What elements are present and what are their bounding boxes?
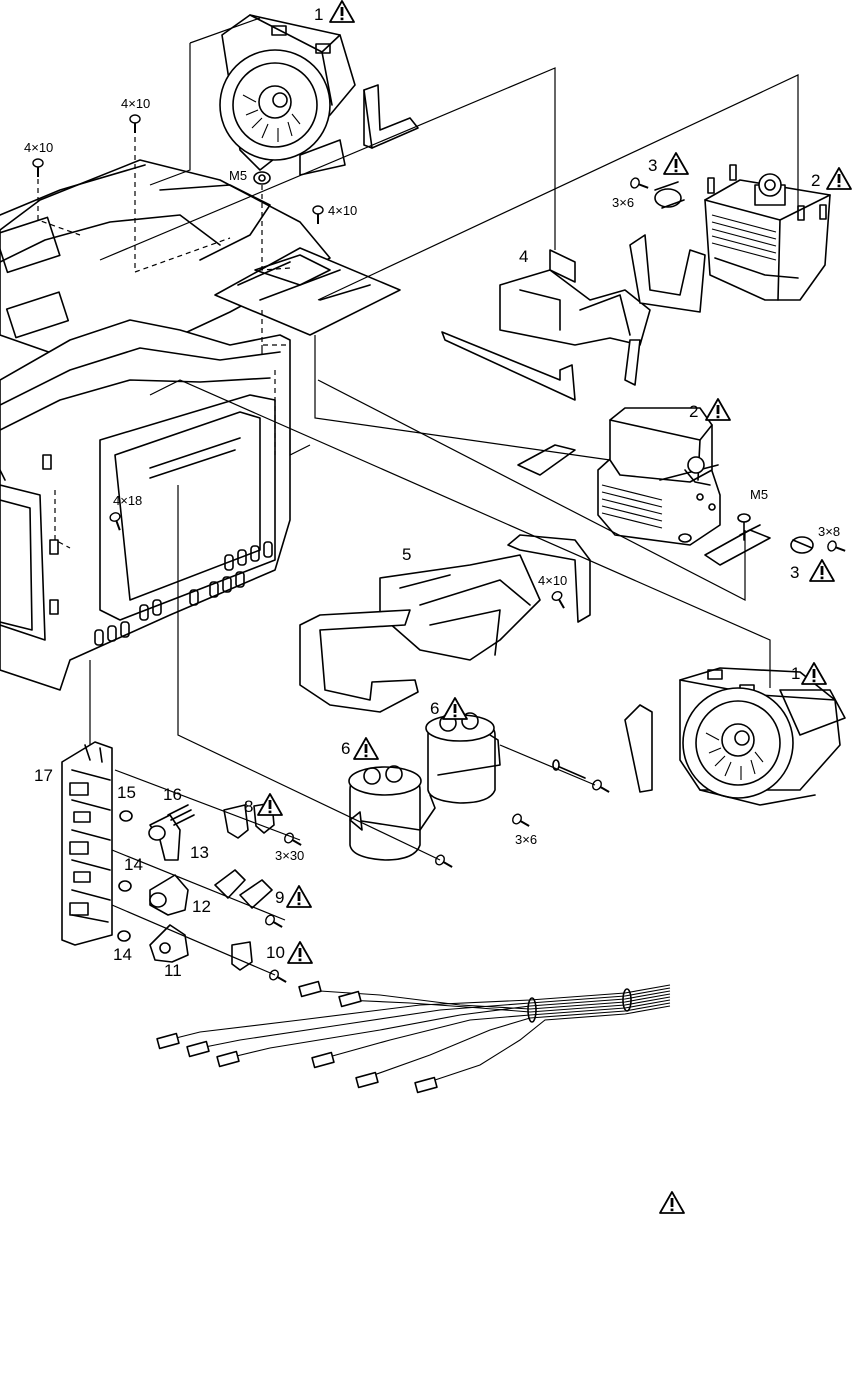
top-screws	[32, 114, 324, 533]
callout-6-left: 6	[341, 739, 350, 758]
switch-bracket	[61, 741, 113, 946]
callout-3-mid: 3	[790, 563, 799, 582]
warning-triangle-icon	[826, 167, 852, 190]
air-duct	[441, 234, 706, 401]
magnetron-top	[704, 164, 831, 301]
warning-triangle-icon	[286, 885, 312, 908]
callout-6-right: 6	[430, 699, 439, 718]
warning-triangle-icon	[801, 662, 827, 685]
legend-warning-icon	[659, 1191, 685, 1214]
warning-triangle-icon	[663, 152, 689, 175]
magnetron-mid	[597, 407, 721, 546]
warning-triangle-icon	[809, 559, 835, 582]
callout-12: 12	[192, 897, 211, 916]
callout-1-right: 1	[791, 664, 800, 683]
thermostat-mid	[790, 536, 848, 557]
leader-lines	[89, 17, 799, 976]
fastener-label: 4×10	[121, 96, 150, 111]
callout-17: 17	[34, 766, 53, 785]
fan-motor-top	[219, 14, 419, 176]
warning-triangle-icon	[353, 737, 379, 760]
fastener-label: 4×10	[328, 203, 357, 218]
fastener-label: 4×18	[113, 493, 142, 508]
callout-13: 13	[190, 843, 209, 862]
callout-11: 11	[164, 961, 182, 980]
fastener-label: 3×8	[818, 524, 840, 539]
callout-16: 16	[163, 785, 182, 804]
warning-triangle-icon	[287, 941, 313, 964]
callout-10: 10	[266, 943, 285, 962]
callout-2-mid: 2	[689, 402, 698, 421]
callout-8: 8	[244, 797, 253, 816]
callout-2-top: 2	[811, 171, 820, 190]
wire-harness	[156, 980, 671, 1094]
callout-labels: 1 3 2 4 2 3 5 1 6 6 17 15 16 8 13 14 12 …	[34, 5, 820, 980]
fastener-labels: 4×10 4×10 M5 4×10 3×6 4×18 M5 3×8 4×10 3…	[24, 96, 840, 863]
callout-14-b: 14	[113, 945, 132, 964]
warning-triangle-icon	[329, 0, 355, 23]
warning-triangle-icon	[442, 697, 468, 720]
air-guide	[299, 534, 591, 713]
fastener-label: 4×10	[538, 573, 567, 588]
callout-15: 15	[117, 783, 136, 802]
fastener-label: M5	[229, 168, 247, 183]
callout-5: 5	[402, 545, 411, 564]
callout-1-top: 1	[314, 5, 323, 24]
capacitor-right	[425, 712, 613, 832]
callout-14-a: 14	[124, 855, 143, 874]
fastener-label: 3×30	[275, 848, 304, 863]
thermostat-top	[628, 175, 685, 209]
fastener-label: 3×6	[612, 195, 634, 210]
fastener-label: 4×10	[24, 140, 53, 155]
oven-chassis	[0, 159, 401, 691]
fastener-label: 3×6	[515, 832, 537, 847]
fan-motor-right	[624, 667, 846, 806]
capacitor-left	[348, 765, 456, 873]
callout-3-top: 3	[648, 156, 657, 175]
callout-9: 9	[275, 888, 284, 907]
callout-4: 4	[519, 247, 528, 266]
fastener-label: M5	[750, 487, 768, 502]
assembly-dashed-lines	[37, 128, 291, 549]
warning-triangle-icon	[705, 398, 731, 421]
